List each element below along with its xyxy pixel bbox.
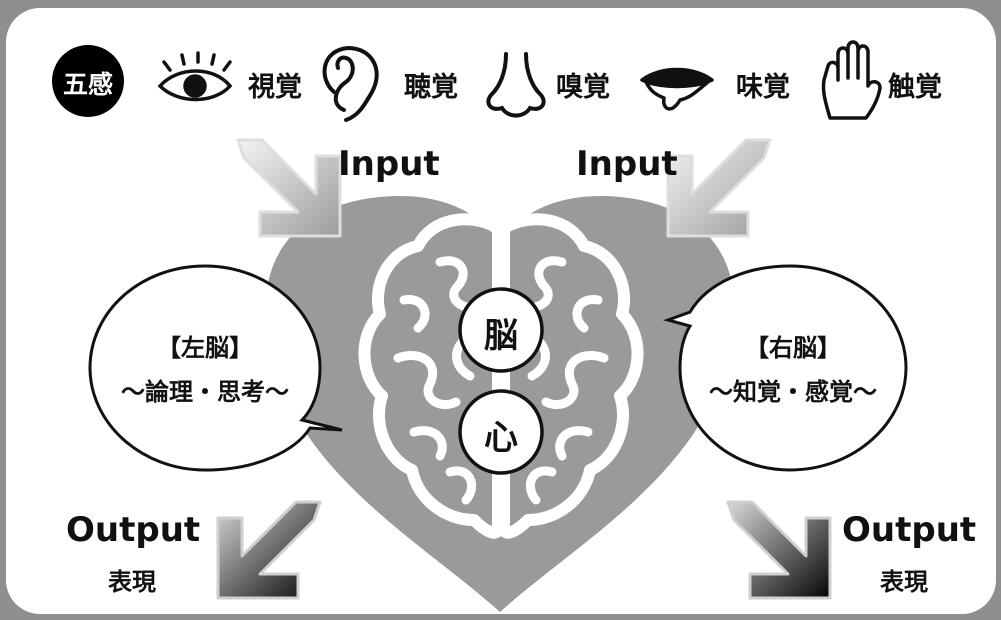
five-senses-label: 五感 [62, 70, 113, 99]
right-bubble [663, 264, 908, 472]
touch-label: 触覚 [888, 72, 942, 103]
hand-icon [821, 40, 882, 120]
nose-icon [486, 52, 546, 118]
output-left-sub: 表現 [108, 568, 156, 596]
left-brain-subtitle: ～論理・思考～ [121, 378, 289, 406]
brain-core-circle [458, 287, 544, 373]
smell-label: 嗅覚 [556, 72, 610, 103]
output-right-sub: 表現 [880, 568, 928, 596]
right-brain-title: 【右脳】 [745, 334, 841, 362]
output-arrow-left [216, 500, 322, 600]
ear-icon [322, 45, 379, 122]
eye-icon [157, 51, 233, 102]
taste-label: 味覚 [736, 72, 790, 103]
right-brain-subtitle: ～知覚・感覚～ [709, 378, 877, 406]
sight-label: 視覚 [248, 72, 302, 103]
hearing-label: 聴覚 [404, 72, 458, 103]
five-senses-badge [52, 45, 124, 117]
input-right-label: Input [576, 144, 678, 184]
heart-core-circle [458, 389, 544, 475]
input-left-label: Input [338, 144, 440, 184]
left-brain-title: 【左脳】 [157, 334, 253, 362]
output-right-label: Output [842, 510, 977, 550]
output-arrow-right [726, 500, 832, 600]
input-arrow-right [666, 138, 772, 238]
mouth-icon [640, 67, 714, 111]
heart-core-label: 心 [484, 418, 518, 458]
left-bubble [88, 264, 343, 472]
brain-core-label: 脳 [484, 316, 518, 356]
input-arrow-left [236, 138, 342, 238]
output-left-label: Output [66, 510, 201, 550]
